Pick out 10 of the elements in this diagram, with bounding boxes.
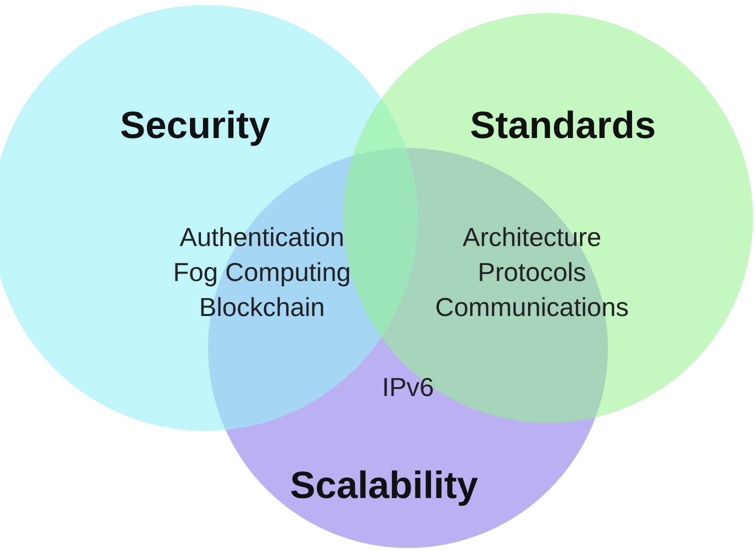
overlap-item: IPv6 xyxy=(382,372,434,403)
overlap-item: Communications xyxy=(435,292,629,323)
overlap-item: Blockchain xyxy=(199,292,325,323)
overlap-item: Fog Computing xyxy=(173,257,351,288)
overlap-item: Authentication xyxy=(180,222,344,253)
overlap-item: Architecture xyxy=(462,222,602,253)
set-title: Scalability xyxy=(290,465,478,508)
overlap-item: Protocols xyxy=(478,257,586,288)
set-title: Security xyxy=(120,105,270,148)
set-title: Standards xyxy=(470,105,656,148)
